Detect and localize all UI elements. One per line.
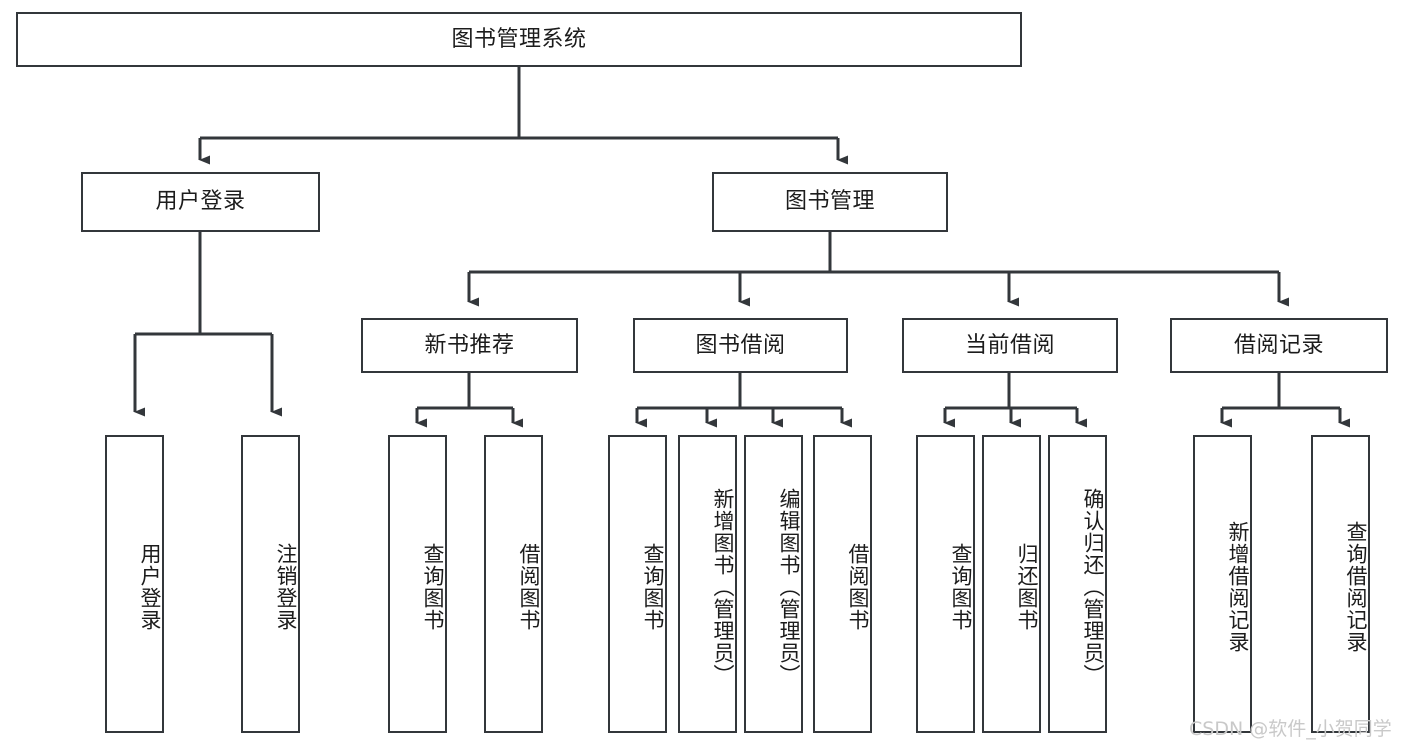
leaf-current-borrow-return[interactable]: 归还图书 <box>982 435 1041 733</box>
leaf-current-borrow-confirm[interactable]: 确认归还（管理员） <box>1048 435 1107 733</box>
leaf-user-login-signout[interactable]: 注销登录 <box>241 435 300 733</box>
node-book-borrow[interactable]: 图书借阅 <box>633 318 848 373</box>
leaf-borrow-record-add-label: 新增借阅记录 <box>1226 521 1250 653</box>
leaf-book-borrow-borrow[interactable]: 借阅图书 <box>813 435 872 733</box>
leaf-current-borrow-query[interactable]: 查询图书 <box>916 435 975 733</box>
leaf-user-login-signin-label: 用户登录 <box>138 543 162 631</box>
node-user-login-label: 用户登录 <box>155 189 246 215</box>
node-current-borrow-label: 当前借阅 <box>964 332 1055 358</box>
node-book-borrow-label: 图书借阅 <box>695 332 786 358</box>
leaf-user-login-signout-label: 注销登录 <box>274 543 298 631</box>
node-book-management-label: 图书管理 <box>784 189 875 215</box>
leaf-new-book-borrow[interactable]: 借阅图书 <box>484 435 543 733</box>
node-root[interactable]: 图书管理系统 <box>16 12 1022 67</box>
watermark: CSDN @软件_小贺同学 <box>1189 714 1392 741</box>
node-book-management[interactable]: 图书管理 <box>712 172 948 232</box>
leaf-new-book-query[interactable]: 查询图书 <box>388 435 447 733</box>
leaf-book-borrow-query[interactable]: 查询图书 <box>608 435 667 733</box>
leaf-book-borrow-add-label: 新增图书（管理员） <box>711 488 735 686</box>
leaf-new-book-query-label: 查询图书 <box>421 543 445 631</box>
leaf-borrow-record-add[interactable]: 新增借阅记录 <box>1193 435 1252 733</box>
node-root-label: 图书管理系统 <box>451 26 587 52</box>
node-new-book-recommend-label: 新书推荐 <box>424 332 515 358</box>
leaf-book-borrow-edit[interactable]: 编辑图书（管理员） <box>744 435 803 733</box>
node-borrow-records[interactable]: 借阅记录 <box>1170 318 1388 373</box>
leaf-borrow-record-query-label: 查询借阅记录 <box>1344 521 1368 653</box>
leaf-book-borrow-query-label: 查询图书 <box>641 543 665 631</box>
node-current-borrow[interactable]: 当前借阅 <box>902 318 1118 373</box>
leaf-borrow-record-query[interactable]: 查询借阅记录 <box>1311 435 1370 733</box>
leaf-current-borrow-return-label: 归还图书 <box>1015 543 1039 631</box>
leaf-user-login-signin[interactable]: 用户登录 <box>105 435 164 733</box>
leaf-current-borrow-confirm-label: 确认归还（管理员） <box>1081 488 1105 686</box>
watermark-text: CSDN @软件_小贺同学 <box>1189 718 1392 740</box>
leaf-current-borrow-query-label: 查询图书 <box>949 543 973 631</box>
node-borrow-records-label: 借阅记录 <box>1233 332 1324 358</box>
node-user-login[interactable]: 用户登录 <box>81 172 320 232</box>
leaf-book-borrow-borrow-label: 借阅图书 <box>846 543 870 631</box>
leaf-book-borrow-edit-label: 编辑图书（管理员） <box>777 488 801 686</box>
leaf-new-book-borrow-label: 借阅图书 <box>517 543 541 631</box>
leaf-book-borrow-add[interactable]: 新增图书（管理员） <box>678 435 737 733</box>
node-new-book-recommend[interactable]: 新书推荐 <box>361 318 578 373</box>
